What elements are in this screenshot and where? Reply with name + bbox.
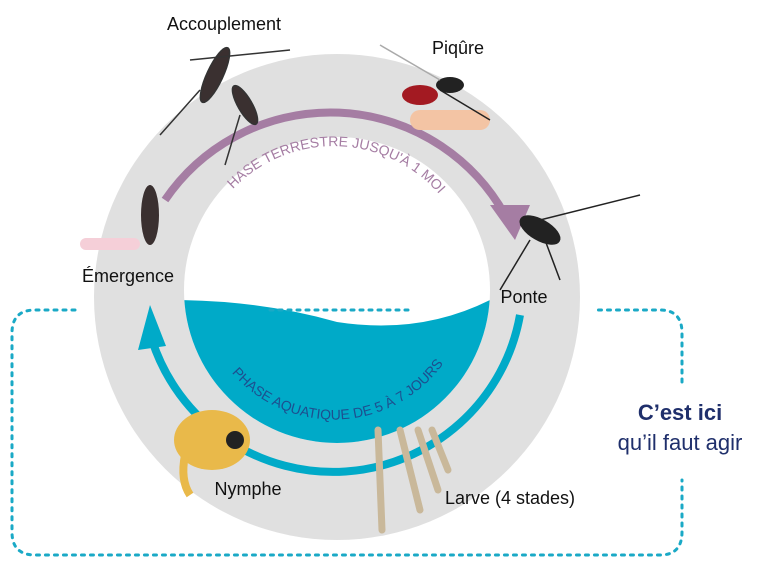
aquatic-arrow [148, 314, 524, 476]
stage-label-laying: Ponte [500, 287, 547, 307]
biting-mosquito-image [379, 44, 491, 130]
emerging-mosquito-image [80, 185, 159, 250]
stage-label-bite: Piqûre [432, 38, 484, 58]
callout-title: C’est ici [638, 400, 722, 425]
stage-label-emergence: Émergence [82, 266, 174, 286]
stage-label-mating: Accouplement [167, 14, 281, 34]
pupa-image [174, 410, 250, 498]
laying-mosquito-image [499, 194, 641, 291]
stage-label-larva: Larve (4 stades) [445, 488, 575, 508]
terrestrial-arrow [161, 108, 509, 217]
larvae-image [374, 426, 452, 534]
aquatic-arrowhead [138, 305, 166, 350]
action-zone-dotted-frame [10, 308, 684, 557]
mating-mosquitoes-image [159, 46, 291, 166]
stage-label-pupa: Nymphe [214, 479, 281, 499]
callout-subtitle: qu’il faut agir [618, 430, 743, 455]
terrestrial-arrowhead [490, 205, 530, 240]
